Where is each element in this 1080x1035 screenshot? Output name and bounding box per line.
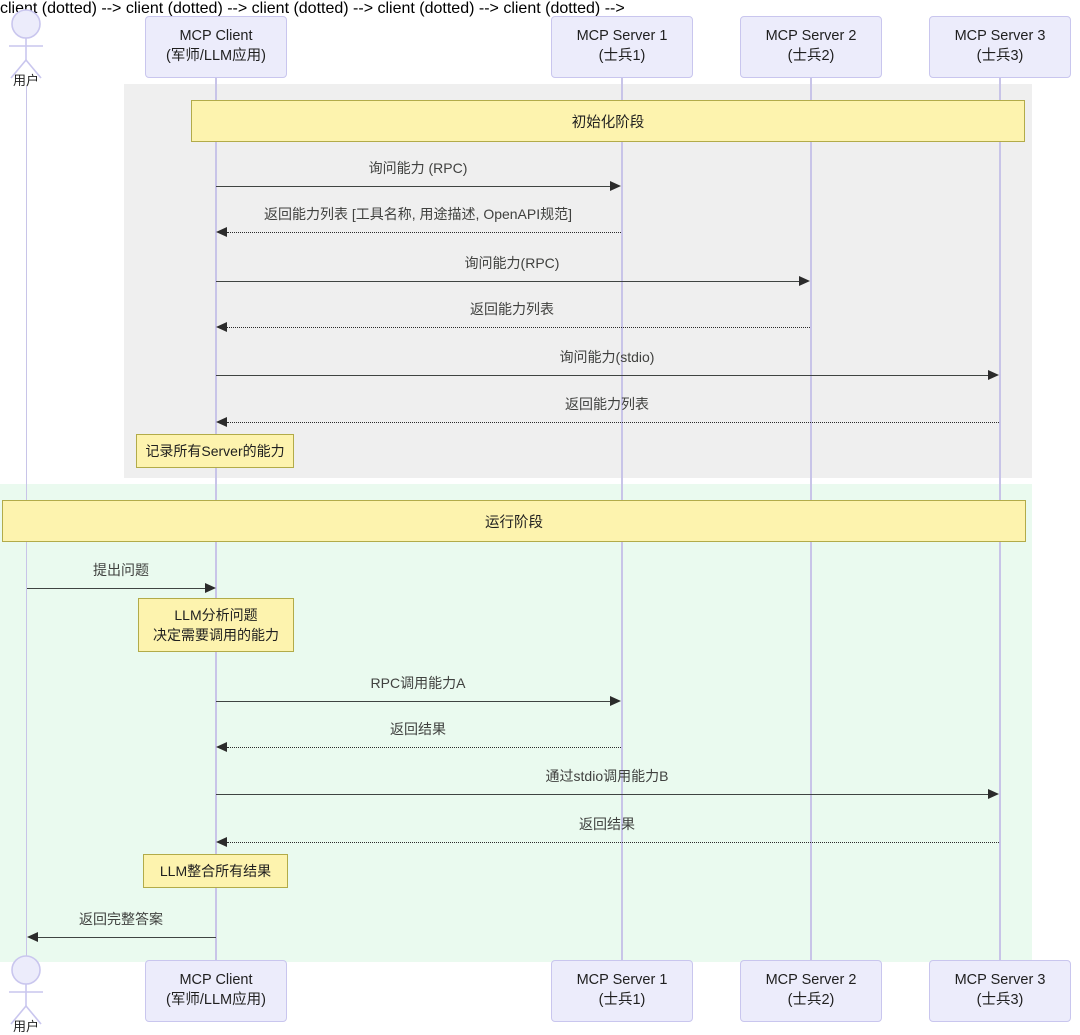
message-line-m4 xyxy=(227,327,810,328)
run-phase-region xyxy=(0,484,1032,962)
message-label-m8: RPC调用能力A xyxy=(370,675,466,691)
message-label-m10: 通过stdio调用能力B xyxy=(545,768,669,784)
participant-server3-subtitle: (士兵3) xyxy=(976,992,1024,1008)
participant-client-name: MCP Client xyxy=(179,972,253,989)
participant-client-bottom[interactable]: MCP Client (军师/LLM应用) xyxy=(145,960,287,1022)
phase-init-text: 初始化阶段 xyxy=(571,114,645,131)
message-line-m9 xyxy=(227,747,621,748)
message-label-m2: 返回能力列表 [工具名称, 用途描述, OpenAPI规范] xyxy=(263,206,573,222)
message-label-m4: 返回能力列表 xyxy=(470,301,554,317)
message-line-m10 xyxy=(216,794,988,795)
phase-run-text: 运行阶段 xyxy=(485,514,543,531)
message-line-m1 xyxy=(216,186,610,187)
message-label-m5: 询问能力(stdio) xyxy=(559,349,655,365)
participant-client-name: MCP Client xyxy=(179,28,253,45)
note-n2-line1: LLM分析问题 xyxy=(174,606,258,623)
arrowhead-m10 xyxy=(988,788,999,799)
participant-client-top[interactable]: MCP Client (军师/LLM应用) xyxy=(145,16,287,78)
note-n3-line1: LLM整合所有结果 xyxy=(159,862,272,879)
phase-label-init: 初始化阶段 xyxy=(191,100,1025,142)
message-line-m11 xyxy=(227,842,999,843)
message-label-m1: 询问能力 (RPC) xyxy=(368,160,468,176)
arrowhead-m4 xyxy=(216,321,227,332)
message-label-m11: 返回结果 xyxy=(579,816,635,832)
participant-client-subtitle: (军师/LLM应用) xyxy=(166,992,266,1008)
participant-server2-top[interactable]: MCP Server 2 (士兵2) xyxy=(740,16,882,78)
user-stick-figure-icon xyxy=(9,955,43,1025)
message-label-m12: 返回完整答案 xyxy=(79,911,163,927)
note-llm-merge-results: LLM整合所有结果 xyxy=(143,854,288,888)
participant-server3-name: MCP Server 3 xyxy=(954,972,1046,989)
participant-server1-subtitle: (士兵1) xyxy=(598,48,646,64)
user-stick-figure-icon xyxy=(9,9,43,79)
participant-server2-name: MCP Server 2 xyxy=(765,28,857,45)
arrowhead-m8 xyxy=(610,695,621,706)
participant-server1-subtitle: (士兵1) xyxy=(598,992,646,1008)
phase-label-run: 运行阶段 xyxy=(2,500,1026,542)
participant-server2-subtitle: (士兵2) xyxy=(787,992,835,1008)
participant-server3-top[interactable]: MCP Server 3 (士兵3) xyxy=(929,16,1071,78)
actor-user-bottom xyxy=(0,954,52,1026)
participant-server3-bottom[interactable]: MCP Server 3 (士兵3) xyxy=(929,960,1071,1022)
participant-server1-name: MCP Server 1 xyxy=(576,28,668,45)
message-label-m7: 提出问题 xyxy=(93,562,149,578)
actor-label-user-top: 用户 xyxy=(12,73,39,88)
message-label-m6: 返回能力列表 xyxy=(565,396,649,412)
arrowhead-m12 xyxy=(27,931,38,942)
message-line-m6 xyxy=(227,422,999,423)
arrowhead-m7 xyxy=(205,582,216,593)
arrowhead-m11 xyxy=(216,836,227,847)
message-line-m5 xyxy=(216,375,988,376)
note-n1-line1: 记录所有Server的能力 xyxy=(145,442,285,459)
participant-server2-subtitle: (士兵2) xyxy=(787,48,835,64)
note-llm-analyze-question: LLM分析问题 决定需要调用的能力 xyxy=(138,598,294,652)
message-line-m2 xyxy=(227,232,621,233)
message-line-m3 xyxy=(216,281,799,282)
participant-client-subtitle: (军师/LLM应用) xyxy=(166,48,266,64)
participant-server1-bottom[interactable]: MCP Server 1 (士兵1) xyxy=(551,960,693,1022)
participant-server3-subtitle: (士兵3) xyxy=(976,48,1024,64)
arrowhead-m2 xyxy=(216,226,227,237)
arrowhead-m6 xyxy=(216,416,227,427)
participant-server1-top[interactable]: MCP Server 1 (士兵1) xyxy=(551,16,693,78)
participant-server3-name: MCP Server 3 xyxy=(954,28,1046,45)
message-line-m8 xyxy=(216,701,610,702)
participant-server1-name: MCP Server 1 xyxy=(576,972,668,989)
participant-server2-name: MCP Server 2 xyxy=(765,972,857,989)
arrowhead-m9 xyxy=(216,741,227,752)
message-label-m9: 返回结果 xyxy=(390,721,446,737)
arrowhead-m5 xyxy=(988,369,999,380)
arrowhead-m1 xyxy=(610,180,621,191)
arrowhead-m3 xyxy=(799,275,810,286)
actor-user-top xyxy=(0,8,52,80)
actor-label-user-bottom: 用户 xyxy=(12,1019,39,1034)
message-line-m7 xyxy=(27,588,205,589)
note-record-all-server-capabilities: 记录所有Server的能力 xyxy=(136,434,294,468)
note-n2-line2: 决定需要调用的能力 xyxy=(153,627,279,643)
message-label-m3: 询问能力(RPC) xyxy=(464,255,560,271)
message-line-m12 xyxy=(38,937,216,938)
participant-server2-bottom[interactable]: MCP Server 2 (士兵2) xyxy=(740,960,882,1022)
